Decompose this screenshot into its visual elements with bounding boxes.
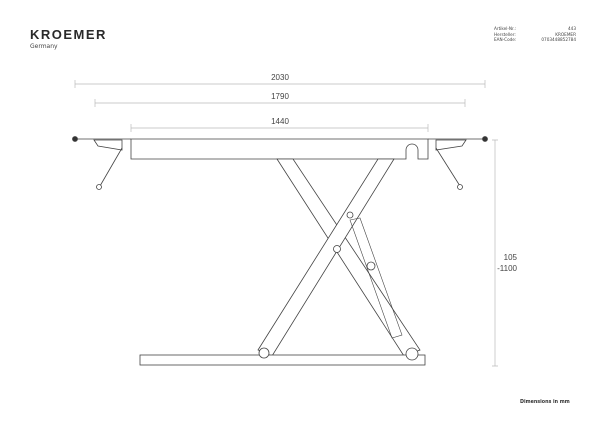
dim-line-height <box>492 139 498 367</box>
foot-right <box>457 184 463 190</box>
cylinder-pin <box>366 261 376 271</box>
lift-base <box>139 354 426 366</box>
meta-row-ean: EAN-Code: 0703448852784 <box>494 37 576 43</box>
dimension-lines <box>74 80 498 367</box>
dim-1790: 1790 <box>271 92 289 101</box>
hydraulic-cylinder <box>349 217 403 339</box>
brand-subtitle: Germany <box>30 43 58 50</box>
meta-value: 443 <box>568 26 576 31</box>
dim-line-1440 <box>130 124 429 132</box>
dim-line-1790 <box>94 99 466 107</box>
support-leg-right <box>435 147 461 187</box>
extension-arm-right <box>428 138 485 151</box>
center-pivot <box>333 245 341 253</box>
meta-value: KROEMER <box>555 31 576 37</box>
meta-label: Artikel-Nr.: <box>494 26 517 31</box>
dim-height-min: 105 <box>504 253 518 262</box>
arm-end-right <box>482 136 488 142</box>
upper-pin <box>346 211 354 219</box>
base-pivot-left <box>258 347 270 359</box>
meta-value: 0703448852784 <box>541 37 576 42</box>
dim-height-max: -1100 <box>497 264 517 273</box>
dim-2030: 2030 <box>271 73 289 82</box>
meta-label: Hersteller: <box>494 31 516 37</box>
dimensions-note: Dimensions in mm <box>520 400 570 405</box>
foot-left <box>96 184 102 190</box>
lift-platform <box>130 138 429 160</box>
scissor-arm-a <box>276 158 421 357</box>
brand-logo: KROEMER Germany <box>30 27 107 50</box>
meta-row-article: Artikel-Nr.: 443 <box>494 26 576 32</box>
arm-end-left <box>72 136 78 142</box>
meta-label: EAN-Code: <box>494 37 517 42</box>
dim-line-2030 <box>74 80 486 88</box>
extension-arm-left <box>75 138 131 151</box>
lift-drawing <box>72 136 488 366</box>
base-roller-right <box>405 347 419 361</box>
brand-name: KROEMER <box>30 27 107 42</box>
support-leg-left <box>99 147 123 187</box>
scissor-arm-b <box>257 158 395 357</box>
product-meta: Artikel-Nr.: 443 Hersteller: KROEMER EAN-C… <box>494 26 576 43</box>
meta-row-manufacturer: Hersteller: KROEMER <box>494 32 576 38</box>
dim-1440: 1440 <box>271 117 289 126</box>
